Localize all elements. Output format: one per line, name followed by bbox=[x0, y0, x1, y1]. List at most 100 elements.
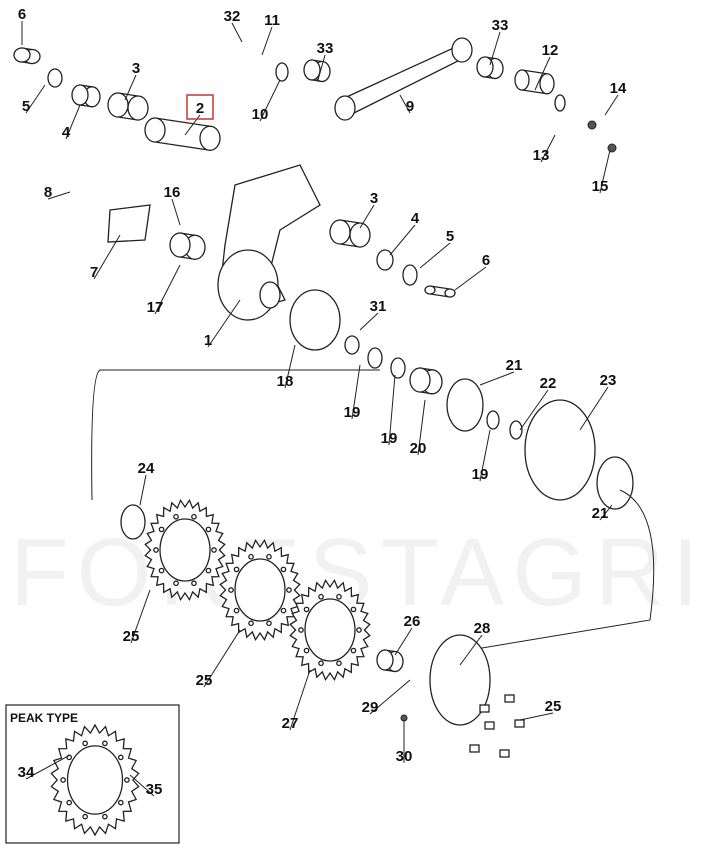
leader-line bbox=[540, 134, 556, 163]
callout-14: 14 bbox=[610, 80, 627, 97]
bearing-21 bbox=[446, 378, 484, 432]
leader-line bbox=[599, 149, 611, 194]
leader-line bbox=[489, 31, 501, 66]
inset-title: PEAK TYPE bbox=[10, 711, 78, 725]
callout-30: 30 bbox=[396, 748, 413, 765]
leader-line bbox=[93, 234, 121, 280]
bore-1 bbox=[259, 281, 281, 309]
leader-line bbox=[399, 94, 411, 114]
leader-lines bbox=[21, 21, 619, 797]
leader-line bbox=[317, 54, 326, 81]
leader-line bbox=[534, 56, 551, 91]
snap-ring-31 bbox=[344, 335, 360, 355]
callout-9: 9 bbox=[406, 98, 414, 115]
assembly-outline bbox=[91, 369, 655, 651]
callout-25: 25 bbox=[123, 628, 140, 645]
leader-line bbox=[203, 629, 241, 688]
callout-22: 22 bbox=[540, 375, 557, 392]
leader-line bbox=[154, 264, 181, 315]
leader-line bbox=[389, 224, 416, 256]
bolt-29 bbox=[479, 704, 490, 713]
callout-1: 1 bbox=[204, 332, 212, 349]
callout-2: 2 bbox=[196, 100, 204, 117]
ring-22 bbox=[509, 420, 523, 440]
callout-26: 26 bbox=[404, 613, 421, 630]
bushing-17 bbox=[169, 232, 206, 261]
pin-2 bbox=[144, 117, 221, 152]
callout-20: 20 bbox=[410, 440, 427, 457]
leader-line bbox=[369, 679, 411, 715]
bushing-3 bbox=[107, 92, 149, 121]
bolt-6 bbox=[13, 47, 41, 65]
snap-ring-19 bbox=[367, 347, 383, 369]
screw-15 bbox=[607, 143, 617, 153]
leader-line bbox=[129, 774, 155, 797]
leader-line bbox=[579, 386, 609, 431]
washer-5b bbox=[402, 264, 418, 286]
callout-19: 19 bbox=[472, 466, 489, 483]
callout-29: 29 bbox=[362, 699, 379, 716]
bolt-29 bbox=[484, 721, 495, 730]
leader-line bbox=[25, 754, 71, 780]
spacer-20 bbox=[409, 367, 443, 395]
callout-3: 3 bbox=[132, 60, 140, 77]
callout-13: 13 bbox=[533, 147, 550, 164]
callout-15: 15 bbox=[592, 178, 609, 195]
bushing-3b bbox=[329, 219, 371, 248]
callout-21: 21 bbox=[506, 357, 523, 374]
leader-line bbox=[124, 74, 137, 101]
peak-type-inset bbox=[5, 704, 180, 844]
leader-line bbox=[351, 364, 361, 420]
callout-33: 33 bbox=[317, 40, 334, 57]
nut-26 bbox=[376, 649, 404, 673]
callout-17: 17 bbox=[147, 299, 164, 316]
bolt-6b bbox=[424, 285, 456, 298]
bolt-29 bbox=[504, 694, 515, 703]
leader-line bbox=[479, 429, 491, 482]
hub-23 bbox=[524, 399, 596, 501]
bolt-29 bbox=[499, 749, 510, 758]
callout-25: 25 bbox=[545, 698, 562, 715]
callout-18: 18 bbox=[277, 373, 294, 390]
leader-line bbox=[359, 204, 375, 229]
parts-drawing bbox=[13, 37, 655, 837]
leader-line bbox=[454, 266, 487, 291]
callout-19: 19 bbox=[381, 430, 398, 447]
leader-line bbox=[25, 84, 46, 114]
clip-13 bbox=[554, 94, 566, 112]
callout-11: 11 bbox=[264, 12, 280, 29]
leader-line bbox=[599, 504, 613, 521]
washer-5 bbox=[47, 68, 63, 88]
sprocket-25b bbox=[219, 538, 301, 642]
leader-line bbox=[259, 79, 281, 122]
callout-33: 33 bbox=[492, 17, 509, 34]
highlight-box-part-2 bbox=[186, 94, 214, 120]
cover-28 bbox=[429, 634, 491, 726]
leader-line bbox=[419, 242, 451, 269]
callout-5: 5 bbox=[22, 98, 30, 115]
leader-line bbox=[171, 198, 181, 226]
snap-ring-19c bbox=[486, 410, 500, 430]
leader-line bbox=[65, 104, 81, 140]
callout-4: 4 bbox=[62, 124, 71, 141]
bolt-29 bbox=[469, 744, 480, 753]
leader-line bbox=[519, 712, 554, 721]
callout-10: 10 bbox=[252, 106, 269, 123]
leader-line bbox=[388, 374, 396, 446]
bushing-33b bbox=[476, 56, 504, 80]
callout-21: 21 bbox=[592, 505, 609, 522]
leader-line bbox=[604, 94, 619, 116]
sprocket-25a bbox=[144, 498, 226, 602]
callout-4: 4 bbox=[411, 210, 420, 227]
leader-line bbox=[231, 22, 243, 43]
callout-25: 25 bbox=[196, 672, 213, 689]
leader-line bbox=[519, 389, 549, 431]
callout-5: 5 bbox=[446, 228, 454, 245]
leader-line bbox=[479, 371, 515, 386]
bushing-4 bbox=[71, 84, 101, 108]
callout-7: 7 bbox=[90, 264, 98, 281]
pin-12 bbox=[514, 69, 555, 95]
oring-18 bbox=[289, 289, 341, 351]
callout-31: 31 bbox=[370, 298, 387, 315]
